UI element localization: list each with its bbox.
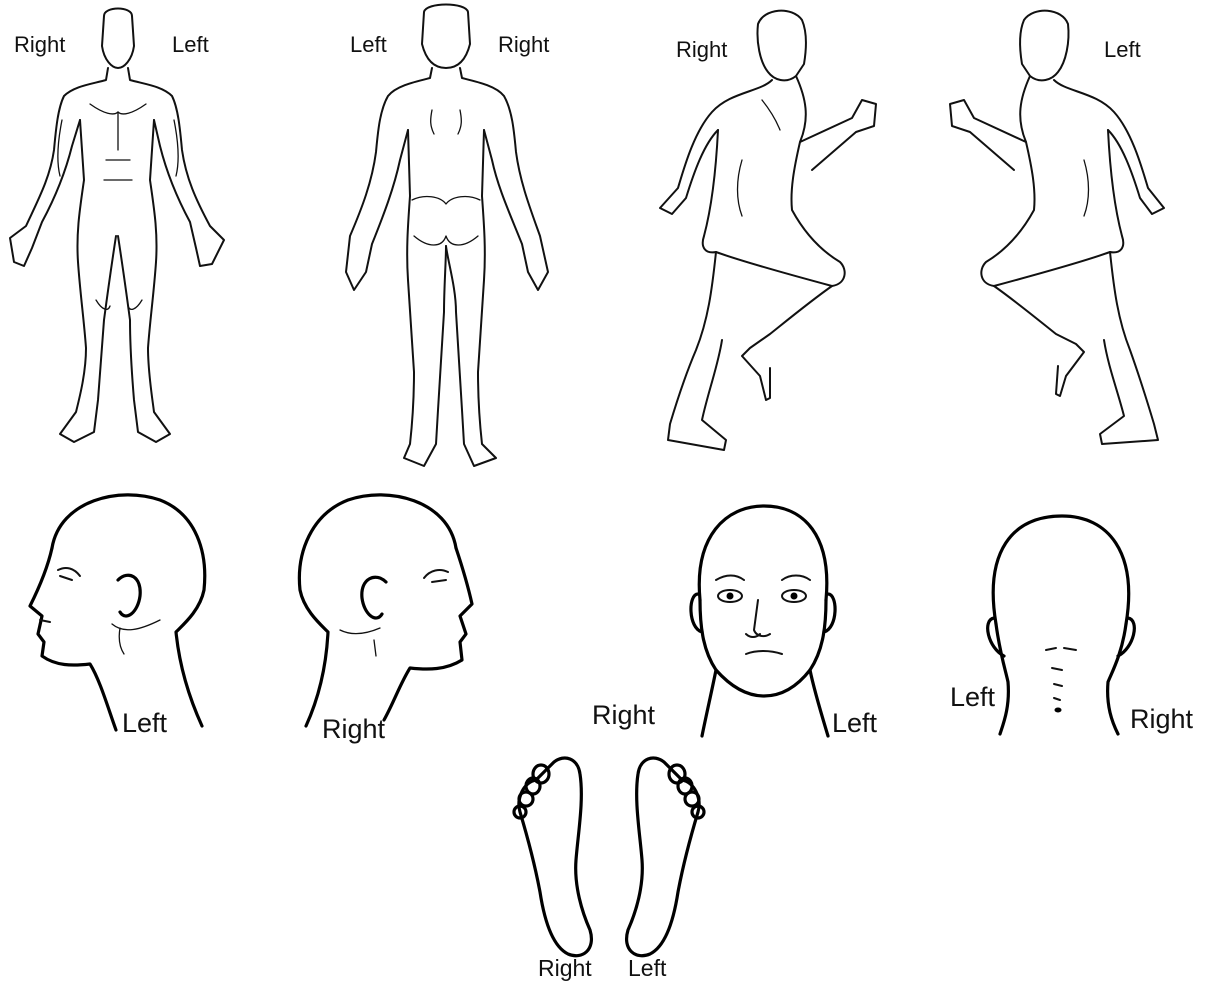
side-body-left-label: Left (1104, 39, 1141, 61)
front-body-figure (10, 9, 224, 443)
side-body-right-label: Right (676, 39, 727, 61)
foot-soles-figure (514, 758, 704, 956)
back-body-right-label: Right (498, 34, 549, 56)
face-front-left-label: Left (832, 710, 877, 737)
head-profile-right-figure (299, 495, 472, 726)
front-body-right-label: Right (14, 34, 65, 56)
foot-soles-left-label: Left (628, 957, 666, 980)
back-body-left-label: Left (350, 34, 387, 56)
front-body-left-label: Left (172, 34, 209, 56)
head-back-left-label: Left (950, 684, 995, 711)
foot-soles-right-label: Right (538, 957, 592, 980)
head-profile-left-label: Left (122, 710, 167, 737)
head-profile-right-label: Right (322, 716, 385, 743)
face-front-figure (691, 506, 835, 736)
head-back-figure (988, 516, 1135, 734)
back-body-figure (346, 5, 548, 467)
left-side-body-figure (950, 11, 1164, 444)
head-back-right-label: Right (1130, 706, 1193, 733)
head-profile-left-figure (30, 495, 205, 730)
face-front-right-label: Right (592, 702, 655, 729)
right-side-body-figure (660, 11, 876, 450)
